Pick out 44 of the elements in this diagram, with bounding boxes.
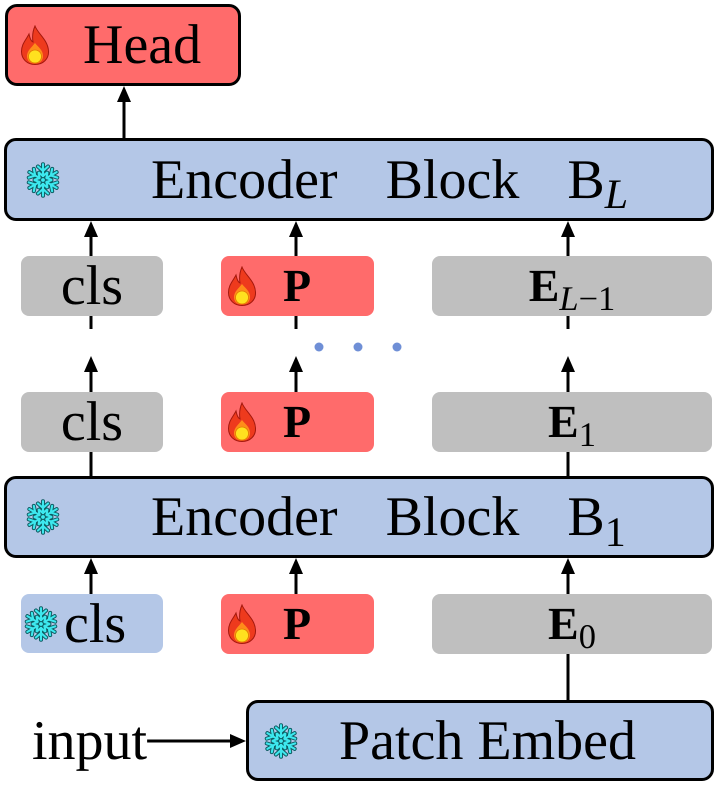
embedding-box bbox=[432, 256, 712, 316]
arrow bbox=[84, 221, 98, 256]
encoder-block bbox=[4, 476, 714, 558]
arrow bbox=[147, 734, 246, 748]
prompt-box bbox=[221, 256, 374, 316]
patch-embed-module bbox=[246, 700, 714, 781]
token-label: cls bbox=[60, 258, 124, 314]
arrow bbox=[561, 558, 575, 594]
arrow bbox=[561, 221, 575, 256]
prompt-label: P bbox=[283, 263, 312, 309]
prompt-label: P bbox=[283, 399, 312, 445]
embedding-label: E$_{1}$ bbox=[548, 399, 596, 445]
arrow bbox=[289, 558, 303, 594]
embedding-box bbox=[432, 594, 712, 654]
embedding-label: E$_{0}$ bbox=[548, 601, 596, 647]
prompt-box bbox=[221, 594, 374, 654]
connector-line bbox=[294, 316, 298, 329]
module-label: Encoder Block B$_{L}$ bbox=[151, 152, 628, 208]
encoder-block bbox=[4, 138, 714, 221]
arrow bbox=[84, 558, 98, 594]
prompt-label: P bbox=[283, 601, 312, 647]
arrow bbox=[561, 356, 575, 392]
arrow bbox=[289, 356, 303, 392]
token-label: cls bbox=[64, 596, 126, 652]
arrow bbox=[84, 356, 98, 392]
connector-line bbox=[566, 316, 570, 329]
module-label: Encoder Block B$_{1}$ bbox=[151, 489, 626, 545]
embedding-label: E$_{L−1}$ bbox=[528, 263, 616, 309]
connector-line bbox=[566, 452, 570, 476]
input-label: input bbox=[32, 713, 148, 769]
token-box bbox=[21, 256, 163, 316]
module-label: Head bbox=[83, 17, 202, 73]
embedding-box bbox=[432, 392, 712, 452]
arrow bbox=[289, 221, 303, 256]
token-box bbox=[21, 594, 163, 653]
arrow bbox=[117, 86, 131, 138]
head-module bbox=[5, 4, 241, 86]
token-label: cls bbox=[60, 394, 124, 450]
connector-line bbox=[90, 452, 92, 476]
connector-line bbox=[90, 316, 92, 329]
module-label: Patch Embed bbox=[339, 712, 636, 768]
prompt-box bbox=[221, 392, 374, 452]
token-box bbox=[21, 392, 163, 452]
connector-line bbox=[566, 654, 570, 700]
